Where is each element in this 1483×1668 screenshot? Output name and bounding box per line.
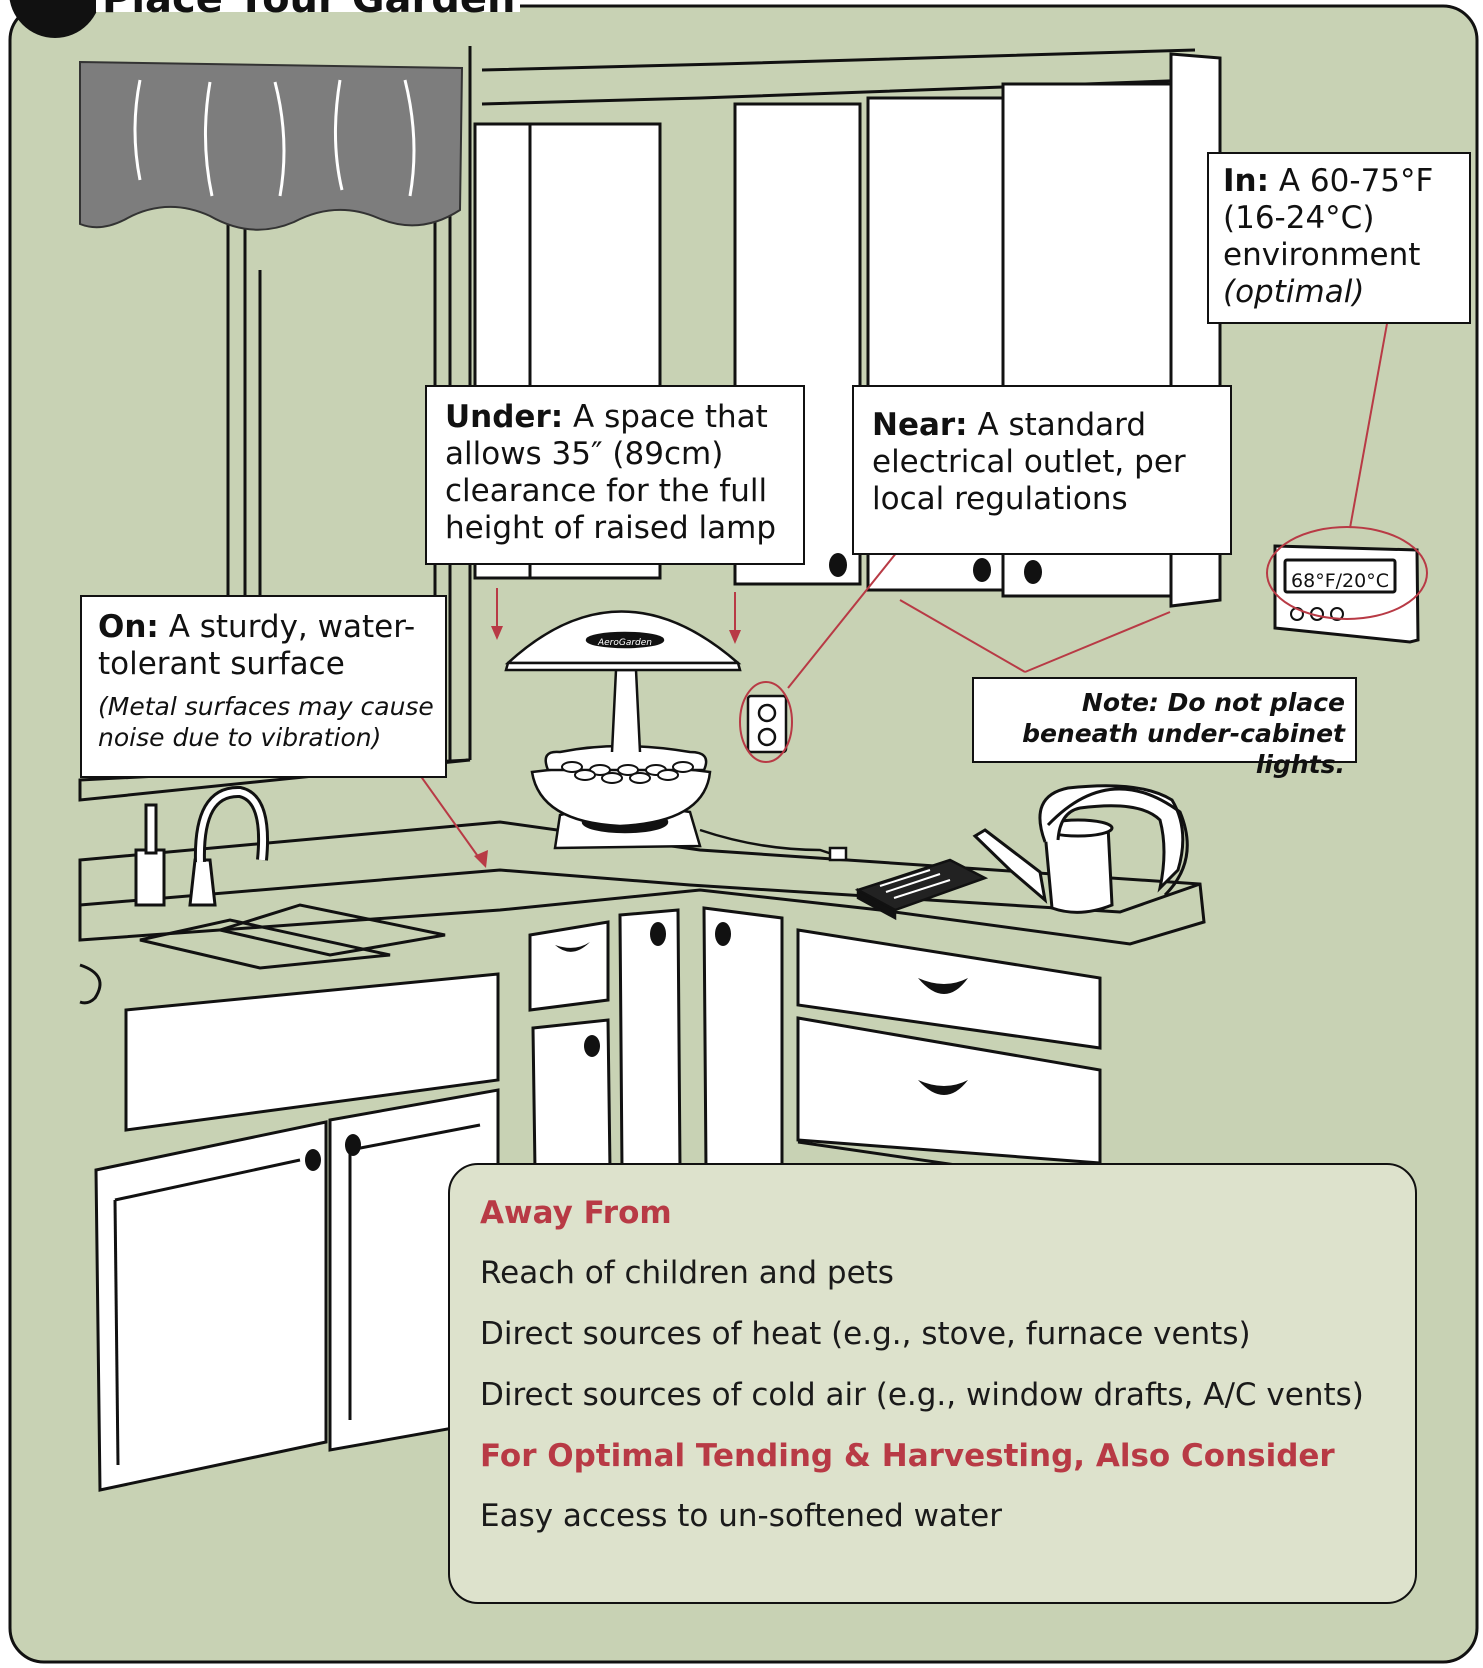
callout-on: On: A sturdy, water-tolerant surface (Me… [80,595,447,778]
away-from-heading: Away From [480,1193,1415,1233]
callout-on-label: On: [98,609,159,645]
callout-in-note: (optimal) [1223,274,1459,311]
consider-item: Easy access to un-softened water [480,1496,1415,1536]
electrical-outlet [748,696,786,752]
callout-in-label: In: [1223,163,1269,199]
callout-under-label: Under: [445,399,563,435]
product-logo-text: AeroGarden [597,638,652,648]
away-from-item: Reach of children and pets [480,1253,1415,1293]
note-under-cabinet-lights: Note: Do not place beneath under-cabinet… [972,677,1357,763]
callout-near: Near: A standard electrical outlet, per … [852,385,1232,555]
page-title: Place Your Garden [102,0,515,24]
thermostat [1275,546,1418,642]
consider-heading: For Optimal Tending & Harvesting, Also C… [480,1436,1415,1476]
callout-on-note: (Metal surfaces may cause noise due to v… [98,691,437,753]
callout-near-label: Near: [872,407,968,443]
thermostat-reading: 68°F/20°C [1291,570,1389,592]
callout-under: Under: A space that allows 35″ (89cm) cl… [425,385,805,565]
callout-in: In: A 60-75°F (16-24°C) environment (opt… [1207,152,1471,324]
placement-info-panel: Away From Reach of children and pets Dir… [448,1163,1417,1604]
away-from-item: Direct sources of heat (e.g., stove, fur… [480,1314,1415,1354]
away-from-item: Direct sources of cold air (e.g., window… [480,1375,1415,1415]
